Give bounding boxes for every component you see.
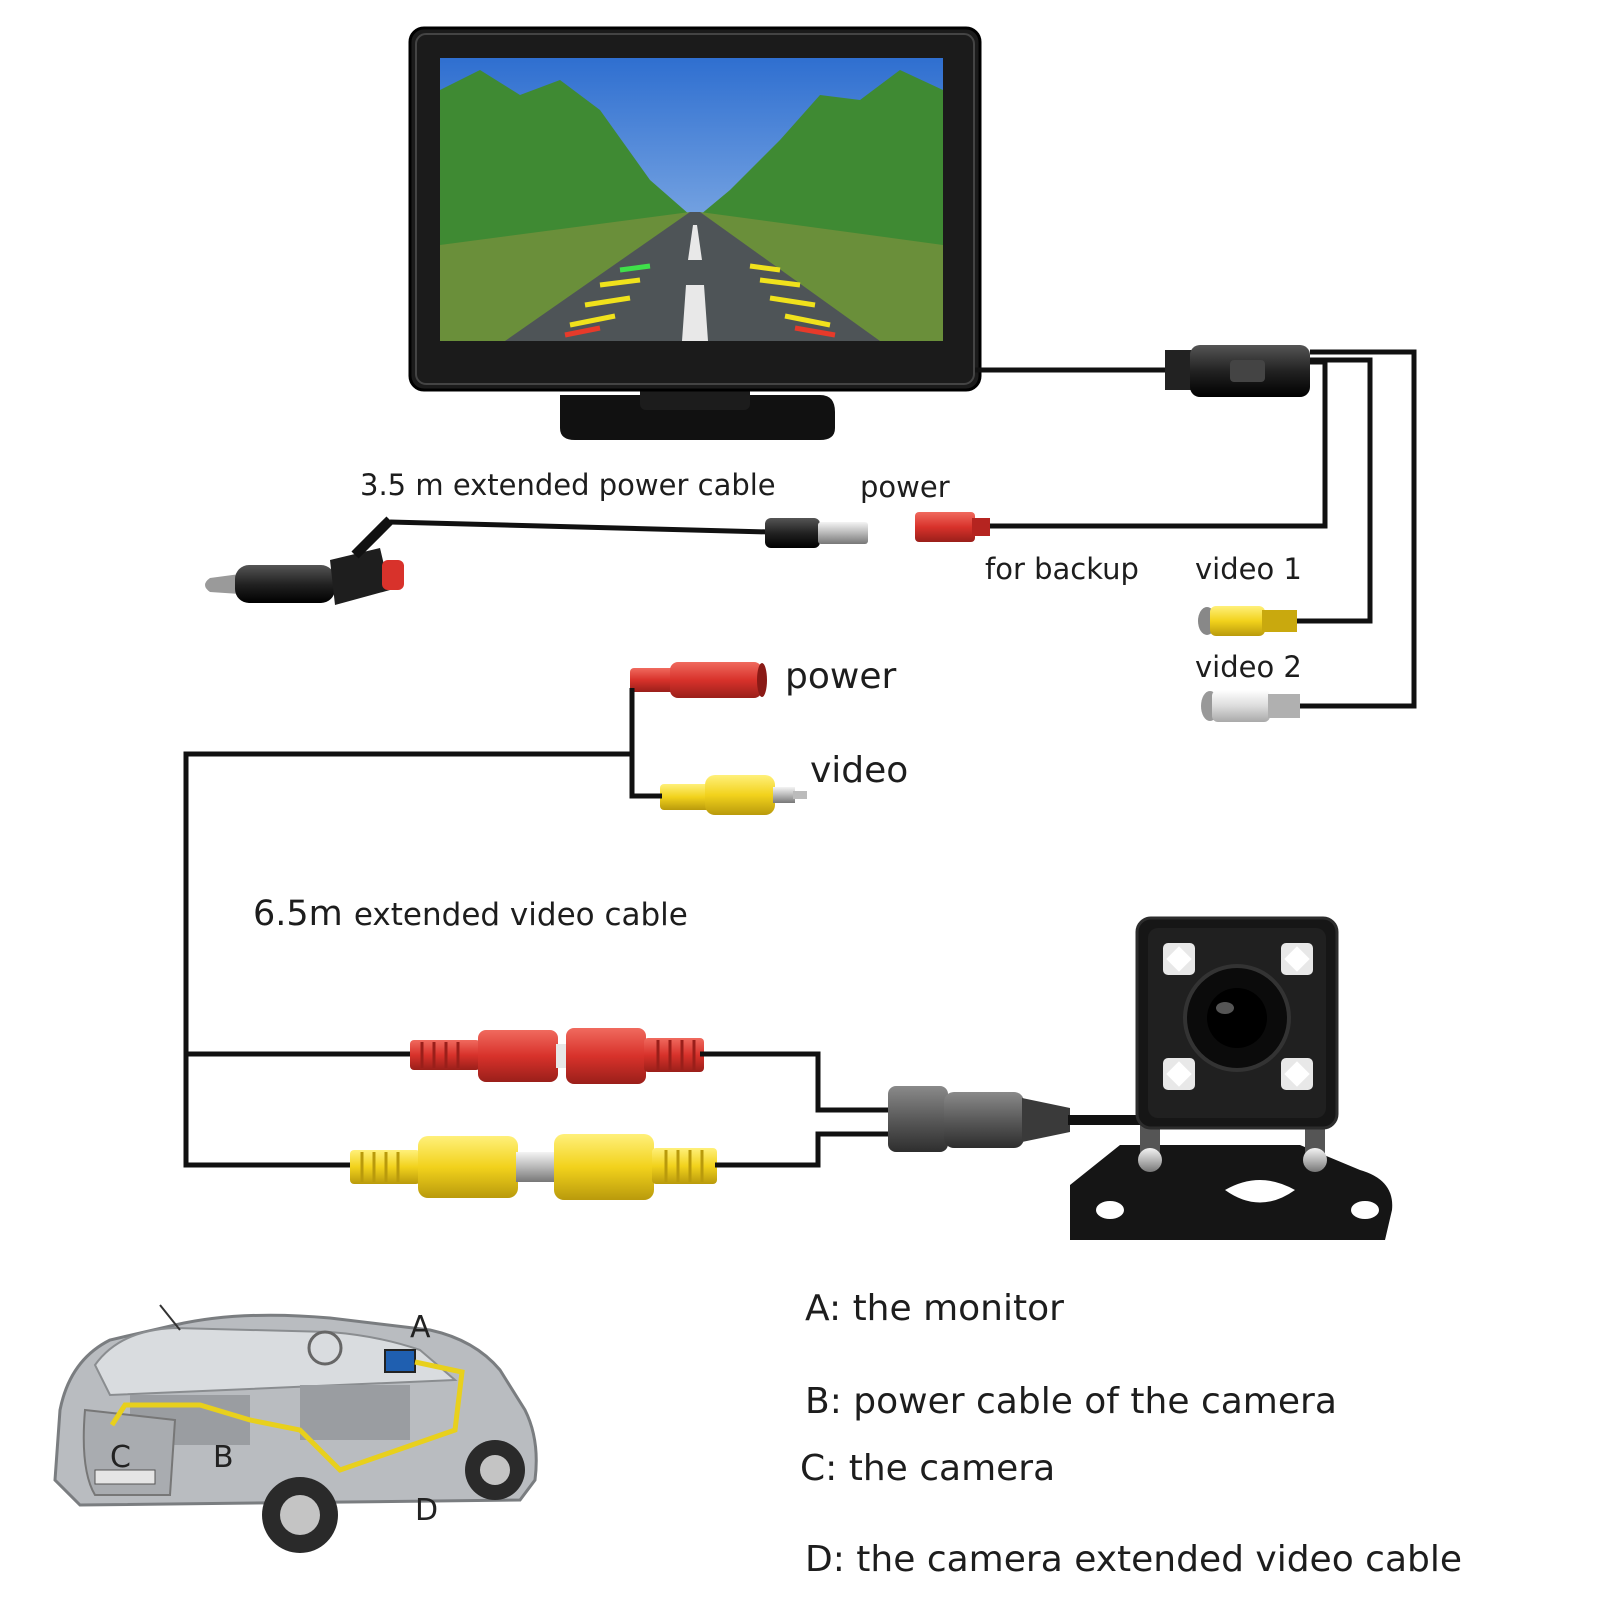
camera-video-label: video	[810, 750, 909, 791]
power-cable-length: 3.5	[360, 468, 407, 502]
bracket-screw-right	[1303, 1148, 1327, 1172]
monitor-bezel-edge	[415, 33, 975, 385]
video1-connector	[1198, 606, 1297, 636]
bracket-cutout	[1225, 1180, 1295, 1203]
power-cable-unit: m	[415, 468, 444, 502]
coupler-to-camera-power-cable	[700, 1051, 890, 1113]
cable-video1	[1295, 357, 1373, 624]
car-letter-d: D	[415, 1493, 439, 1528]
for-backup-label: for backup	[985, 552, 1139, 586]
power-cable-label: 3.5 m extended power cable	[360, 468, 776, 502]
monitor	[408, 26, 982, 440]
camera-lens	[1207, 988, 1267, 1048]
video1-label: video 1	[1195, 552, 1302, 586]
coupler-to-camera-video-cable	[715, 1131, 890, 1168]
legend-item-a: A: the monitor	[805, 1288, 1064, 1329]
video-cable-label: 6.5m extended video cable	[253, 894, 688, 934]
legend-item-d: D: the camera extended video cable	[805, 1539, 1463, 1580]
monitor-power-label: power	[860, 470, 950, 504]
car-antenna	[159, 1304, 181, 1331]
camera-lens-glare	[1216, 1002, 1234, 1014]
monitor-power-connector	[915, 512, 990, 542]
car-rear-rim	[280, 1495, 320, 1535]
cigarette-lighter-plug	[205, 516, 404, 605]
legend-item-b: B: power cable of the camera	[805, 1381, 1337, 1422]
power-cable-barrel-plug	[765, 518, 868, 548]
extended-cable-video-branch	[629, 754, 662, 799]
extended-power-cable	[389, 519, 771, 535]
car-wiring-path	[109, 1359, 465, 1473]
car-front-seat	[300, 1385, 410, 1440]
inline-power-coupler	[410, 1028, 704, 1084]
power-cable-text: extended power cable	[452, 468, 776, 502]
camera-led-top-left	[1163, 943, 1195, 975]
bracket-hole-left	[1096, 1201, 1124, 1219]
backup-camera	[1070, 916, 1393, 1240]
car-letter-c: C	[110, 1440, 131, 1475]
monitor-screen	[440, 58, 943, 341]
bracket-hole-right	[1351, 1201, 1379, 1219]
video-cable-text: extended video cable	[353, 897, 688, 933]
car-monitor-icon	[384, 1349, 416, 1373]
video2-connector	[1201, 690, 1300, 722]
cable-video2	[1298, 349, 1417, 709]
inline-video-coupler	[350, 1134, 717, 1200]
camera-cable-connector	[888, 1086, 1070, 1152]
video2-label: video 2	[1195, 650, 1302, 684]
camera-led-bottom-left	[1163, 1058, 1195, 1090]
extended-cable-video-run	[183, 1054, 352, 1168]
car-license-plate	[94, 1469, 156, 1485]
bracket-screw-left	[1138, 1148, 1162, 1172]
car-letter-b: B	[213, 1440, 234, 1475]
camera-led-bottom-right	[1281, 1058, 1313, 1090]
camera-power-connector	[630, 662, 767, 698]
camera-power-label: power	[785, 656, 897, 697]
monitor-stand	[560, 395, 835, 440]
extended-cable-power-run	[183, 688, 635, 1057]
camera-video-connector	[660, 775, 807, 815]
legend-item-c: C: the camera	[800, 1448, 1056, 1489]
camera-led-top-right	[1281, 943, 1313, 975]
car-illustration	[53, 1304, 538, 1553]
video-cable-length: 6.5m	[253, 894, 343, 934]
car-front-rim	[480, 1455, 510, 1485]
car-steering-wheel	[307, 1330, 343, 1366]
monitor-splitter-connector	[1165, 345, 1310, 397]
car-letter-a: A	[410, 1310, 431, 1345]
